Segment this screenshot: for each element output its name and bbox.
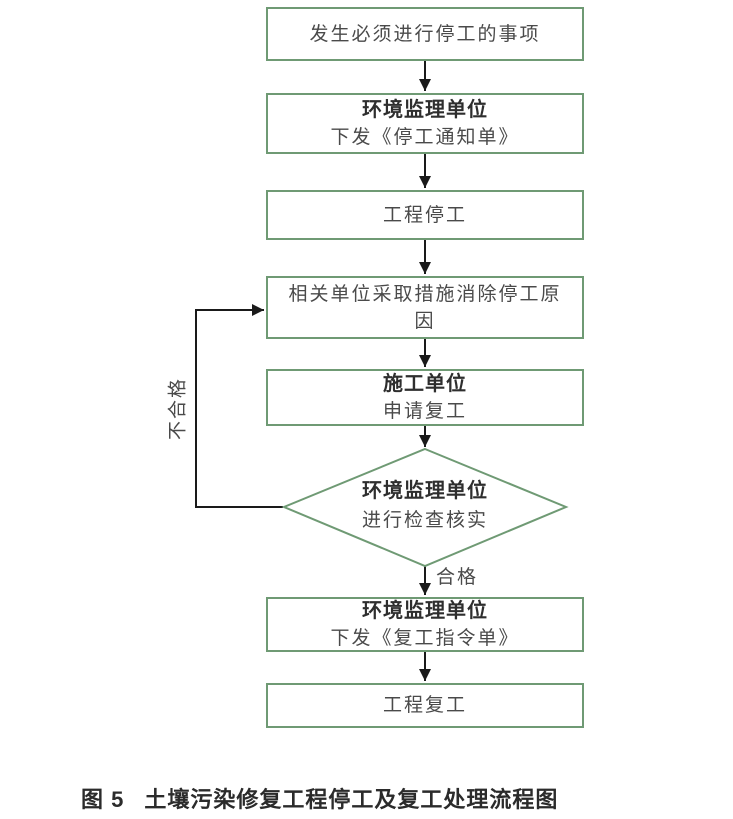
node-project-stop: 工程停工 [266, 190, 584, 240]
node-text: 申请复工 [382, 400, 467, 422]
node-supervision-issue-resume-order: 环境监理单位 下发《复工指令单》 [266, 597, 584, 652]
edge-label-fail: 不合格 [167, 377, 189, 441]
edge-label-pass: 合格 [436, 567, 479, 588]
node-text: 工程复工 [382, 695, 467, 716]
node-title: 环境监理单位 [362, 98, 488, 121]
node-text: 下发《复工指令单》 [330, 627, 520, 649]
node-text: 进行检查核实 [361, 510, 488, 531]
node-text: 发生必须进行停工的事项 [309, 23, 541, 45]
node-title: 环境监理单位 [362, 599, 488, 622]
arrow-fail-feedback [195, 304, 283, 508]
node-text: 工程停工 [382, 204, 467, 226]
figure-caption-number: 图 5 [81, 787, 125, 812]
decision-diamond-shape [281, 447, 569, 568]
node-decision-inspect-verify: 环境监理单位 进行检查核实 [300, 477, 550, 535]
node-project-resume: 工程复工 [266, 683, 584, 728]
node-contractor-apply-resume: 施工单位 申请复工 [266, 369, 584, 426]
node-text: 相关单位采取措施消除停工原因 [288, 283, 562, 332]
node-supervision-issue-stop-notice: 环境监理单位 下发《停工通知单》 [266, 93, 584, 154]
node-stop-event: 发生必须进行停工的事项 [266, 7, 584, 61]
node-title: 施工单位 [383, 372, 467, 395]
figure-caption: 图 5 土壤污染修复工程停工及复工处理流程图 [81, 782, 558, 814]
node-title: 环境监理单位 [362, 480, 488, 502]
node-text: 下发《停工通知单》 [330, 126, 520, 148]
figure-caption-title: 土壤污染修复工程停工及复工处理流程图 [144, 787, 559, 812]
node-eliminate-stop-cause: 相关单位采取措施消除停工原因 [266, 276, 584, 339]
